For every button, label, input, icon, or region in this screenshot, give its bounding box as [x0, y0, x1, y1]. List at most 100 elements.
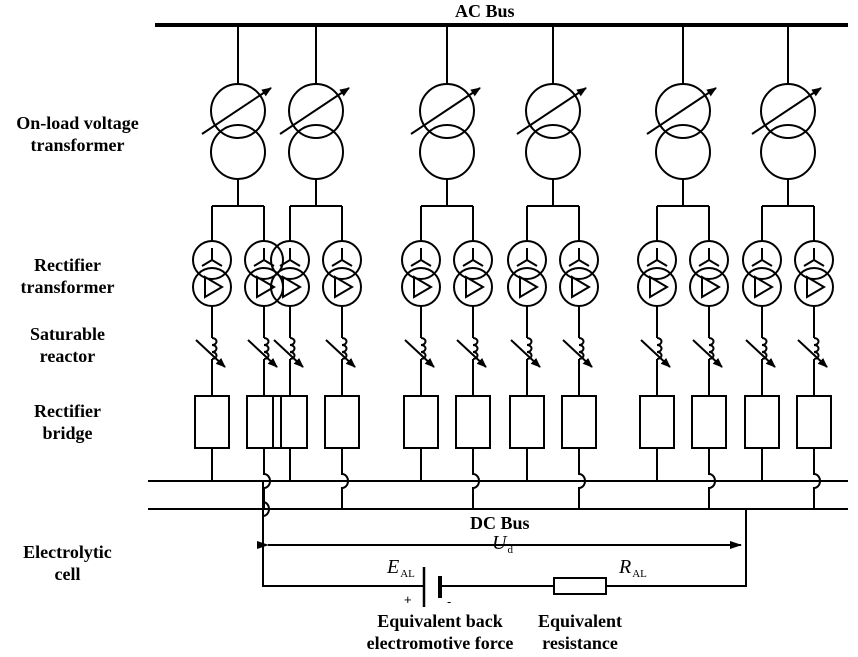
dc-crossover-wire [813, 448, 821, 509]
saturable-reactor-arrow [562, 339, 593, 368]
saturable-reactor-label: Saturable reactor [0, 323, 135, 367]
rectifier-transformer-delta-coil [507, 267, 547, 307]
rectifier-bridge-box [455, 395, 491, 449]
rectifier-transformer-star-coil [689, 240, 729, 280]
rectifier-branch [453, 206, 493, 509]
dc-crossover-wire [341, 448, 349, 509]
delta-winding-icon [256, 275, 276, 299]
rectifier-bridge-box [324, 395, 360, 449]
equivalent-resistance-line-2: resistance [542, 633, 618, 653]
tap-changer-arrow [279, 87, 350, 135]
rectifier-branch [322, 206, 362, 509]
rectifier-bridge-box [796, 395, 832, 449]
rectifier-transformer-label: Rectifier transformer [0, 254, 135, 298]
emf-symbol-sub: AL [400, 568, 415, 580]
rectifier-transformer-delta-coil [453, 267, 493, 307]
saturable-reactor-coil [211, 337, 218, 360]
delta-winding-icon [571, 275, 591, 299]
tap-changer-arrow [410, 87, 481, 135]
rectifier-bridge-box [403, 395, 439, 449]
saturable-reactor-coil [263, 337, 270, 360]
electrolytic-cell-line-1: Electrolytic [23, 542, 112, 562]
on-load-transformer-label: On-load voltage transformer [0, 112, 155, 156]
rectifier-branch [559, 206, 599, 509]
saturable-reactor-arrow [195, 339, 226, 368]
delta-winding-icon [204, 275, 224, 299]
rectifier-transformer-delta-coil [270, 267, 310, 307]
rectifier-branch [742, 206, 782, 481]
rectifier-transformer-star-coil [507, 240, 547, 280]
back-emf-label: Equivalent back electromotive force [340, 610, 540, 654]
rectifier-transformer-star-coil [322, 240, 362, 280]
equivalent-resistance-line-1: Equivalent [537, 611, 623, 631]
rectifier-transformer-star-coil [244, 240, 284, 280]
tap-changer-arrow [201, 87, 272, 135]
rectifier-transformer-star-coil [794, 240, 834, 280]
cell-crossover-hop [262, 501, 270, 517]
equivalent-resistance-label: Equivalent resistance [515, 610, 645, 654]
saturable-reactor-coil [420, 337, 427, 360]
saturable-reactor-coil [813, 337, 820, 360]
delta-winding-icon [334, 275, 354, 299]
rectifier-transformer-delta-coil [637, 267, 677, 307]
dc-crossover-wire [263, 448, 271, 509]
rectifier-branch [794, 206, 834, 509]
star-winding-icon [201, 248, 223, 267]
rectifier-transformer-star-coil [742, 240, 782, 280]
star-winding-icon [751, 248, 773, 267]
saturable-reactor-coil [761, 337, 768, 360]
rectifier-branch [270, 206, 310, 481]
rectifier-branch [401, 206, 441, 481]
delta-winding-icon [282, 275, 302, 299]
transformer-groups [192, 25, 834, 517]
saturable-reactor-arrow [692, 339, 723, 368]
on-load-transformer-secondary-coil [288, 124, 344, 180]
saturable-reactor-arrow [510, 339, 541, 368]
rectifier-bridge-box [509, 395, 545, 449]
rectifier-bridge-box [639, 395, 675, 449]
rectifier-transformer-line-1: Rectifier [34, 255, 101, 275]
delta-winding-icon [649, 275, 669, 299]
saturable-reactor-coil [578, 337, 585, 360]
transformer-group [401, 25, 493, 509]
dc-crossover-wire [578, 448, 586, 509]
on-load-transformer-line-2: transformer [30, 135, 125, 155]
rectifier-bridge-label: Rectifier bridge [0, 400, 135, 444]
rectifier-branch [244, 206, 284, 509]
battery-plus-sign: + [404, 592, 412, 607]
star-winding-icon [568, 248, 590, 267]
electrolytic-cell-label: Electrolytic cell [0, 541, 135, 585]
electrolytic-cell-line-2: cell [54, 564, 81, 584]
resistor-symbol [553, 577, 607, 595]
rectifier-bridge-box [194, 395, 230, 449]
star-winding-icon [698, 248, 720, 267]
on-load-transformer-line-1: On-load voltage [16, 113, 139, 133]
resistance-symbol: RAL [619, 556, 647, 580]
saturable-reactor-arrow [325, 339, 356, 368]
saturable-reactor-coil [289, 337, 296, 360]
transformer-group [742, 25, 834, 509]
star-winding-icon [410, 248, 432, 267]
rectifier-bridge-box [561, 395, 597, 449]
rectifier-transformer-delta-coil [322, 267, 362, 307]
rectifier-transformer-star-coil [559, 240, 599, 280]
star-winding-icon [331, 248, 353, 267]
delta-winding-icon [754, 275, 774, 299]
voltage-symbol-main: U [492, 532, 507, 554]
emf-symbol: EAL [387, 556, 415, 580]
rectifier-transformer-delta-coil [559, 267, 599, 307]
resistance-symbol-sub: AL [632, 568, 647, 580]
tap-changer-arrow [751, 87, 822, 135]
emf-symbol-main: E [387, 556, 400, 578]
star-winding-icon [279, 248, 301, 267]
resistance-symbol-main: R [619, 556, 632, 578]
battery-minus-sign: - [447, 594, 452, 609]
rectifier-branch [637, 206, 677, 481]
rectifier-transformer-star-coil [401, 240, 441, 280]
rectifier-transformer-star-coil [192, 240, 232, 280]
saturable-reactor-coil [708, 337, 715, 360]
saturable-reactor-coil [526, 337, 533, 360]
saturable-reactor-arrow [797, 339, 828, 368]
rectifier-bridge-box [691, 395, 727, 449]
